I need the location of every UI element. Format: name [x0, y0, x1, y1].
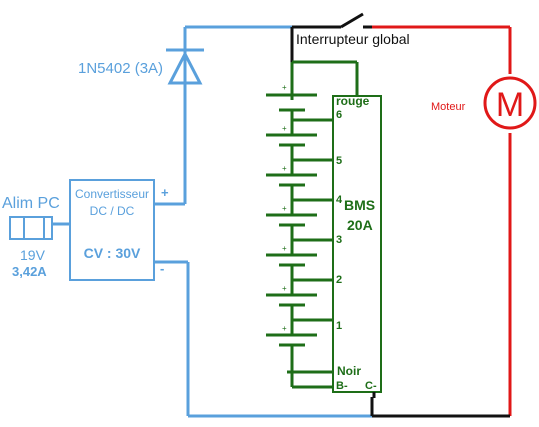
- psu-current: 3,42A: [12, 264, 47, 279]
- switch-label: Interrupteur global: [296, 31, 410, 47]
- bms-b-minus: B-: [336, 380, 348, 392]
- converter-minus: -: [160, 261, 164, 276]
- bms-tap-5: 5: [336, 155, 342, 167]
- cell-plus-mark: +: [282, 164, 287, 173]
- blue-wiring: [52, 25, 372, 418]
- bms-tap-4: 4: [336, 194, 343, 206]
- bms-tap-2: 2: [336, 274, 342, 286]
- global-switch[interactable]: [340, 12, 372, 29]
- diode-symbol: [166, 48, 204, 85]
- cell-plus-mark: +: [282, 284, 287, 293]
- cell-plus-mark: +: [282, 204, 287, 213]
- converter-setpoint: CV : 30V: [84, 245, 141, 261]
- bms-name-line2: 20A: [347, 217, 373, 233]
- black-wiring: [290, 25, 510, 418]
- motor-symbol: M: [483, 76, 537, 130]
- motor-label: Moteur: [431, 101, 466, 113]
- psu-name: Alim PC: [2, 195, 60, 212]
- converter-title-line1: Convertisseur: [75, 187, 149, 201]
- bms-bottom-label: Noir: [337, 364, 361, 378]
- psu-voltage: 19V: [20, 247, 46, 263]
- bms-top-label: rouge: [336, 94, 370, 108]
- cell-plus-mark: +: [282, 124, 287, 133]
- converter-plus: +: [161, 185, 169, 200]
- psu-plug: [9, 216, 53, 240]
- battery-stack: + + + + + + +: [266, 60, 359, 389]
- converter-title-line2: DC / DC: [90, 204, 135, 218]
- bms-tap-3: 3: [336, 234, 342, 246]
- cell-plus-mark: +: [282, 244, 287, 253]
- cell-tap-wires: [292, 118, 337, 322]
- diode-label: 1N5402 (3A): [78, 60, 163, 77]
- bms-tap-6: 6: [336, 109, 342, 121]
- dc-dc-converter: Convertisseur DC / DC CV : 30V + -: [69, 179, 169, 281]
- bms-module: rouge BMS 20A 6 5 4 3 2 1 Noir B- C-: [332, 94, 382, 398]
- motor-letter: M: [496, 86, 524, 124]
- bms-c-minus: C-: [365, 380, 377, 392]
- battery-cells: [266, 93, 317, 347]
- cell-plus-marks: + + + + + + +: [282, 83, 287, 333]
- red-wiring: [372, 25, 512, 416]
- cell-plus-mark: +: [282, 324, 287, 333]
- bms-tap-1: 1: [336, 320, 342, 332]
- bms-name-line1: BMS: [344, 197, 375, 213]
- cell-plus-mark: +: [282, 83, 287, 92]
